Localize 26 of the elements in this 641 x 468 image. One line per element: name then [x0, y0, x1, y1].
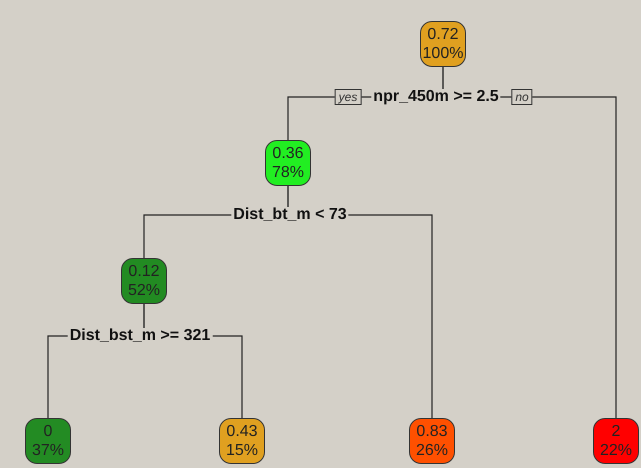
leaf-box [121, 258, 167, 304]
node-value: 0.83 [416, 422, 448, 441]
node-value: 52% [128, 281, 160, 300]
leaf-box [25, 418, 71, 464]
leaf-box [409, 418, 455, 464]
node-value: 2 [612, 422, 620, 441]
split-condition: Dist_bt_m < 73 [231, 207, 349, 223]
node-value: 22% [600, 441, 632, 460]
node-value: 0.36 [272, 144, 304, 163]
node-value: 0.12 [128, 262, 160, 281]
node-value: 26% [416, 441, 448, 460]
node-value: 78% [272, 163, 304, 182]
leaf-box [219, 418, 265, 464]
node-value: 0 [44, 422, 52, 441]
leaf-box [265, 140, 311, 186]
edge-label: yes [334, 89, 362, 105]
node-value: 100% [422, 44, 464, 63]
split-condition: npr_450m >= 2.5 [371, 89, 501, 105]
split-condition: Dist_bst_m >= 321 [68, 328, 212, 344]
node-value: 0.72 [427, 25, 459, 44]
leaf-box [420, 21, 466, 67]
edge-label: no [511, 89, 533, 105]
leaf-box [593, 418, 639, 464]
node-value: 37% [32, 441, 64, 460]
node-value: 0.43 [226, 422, 258, 441]
node-value: 15% [226, 441, 258, 460]
